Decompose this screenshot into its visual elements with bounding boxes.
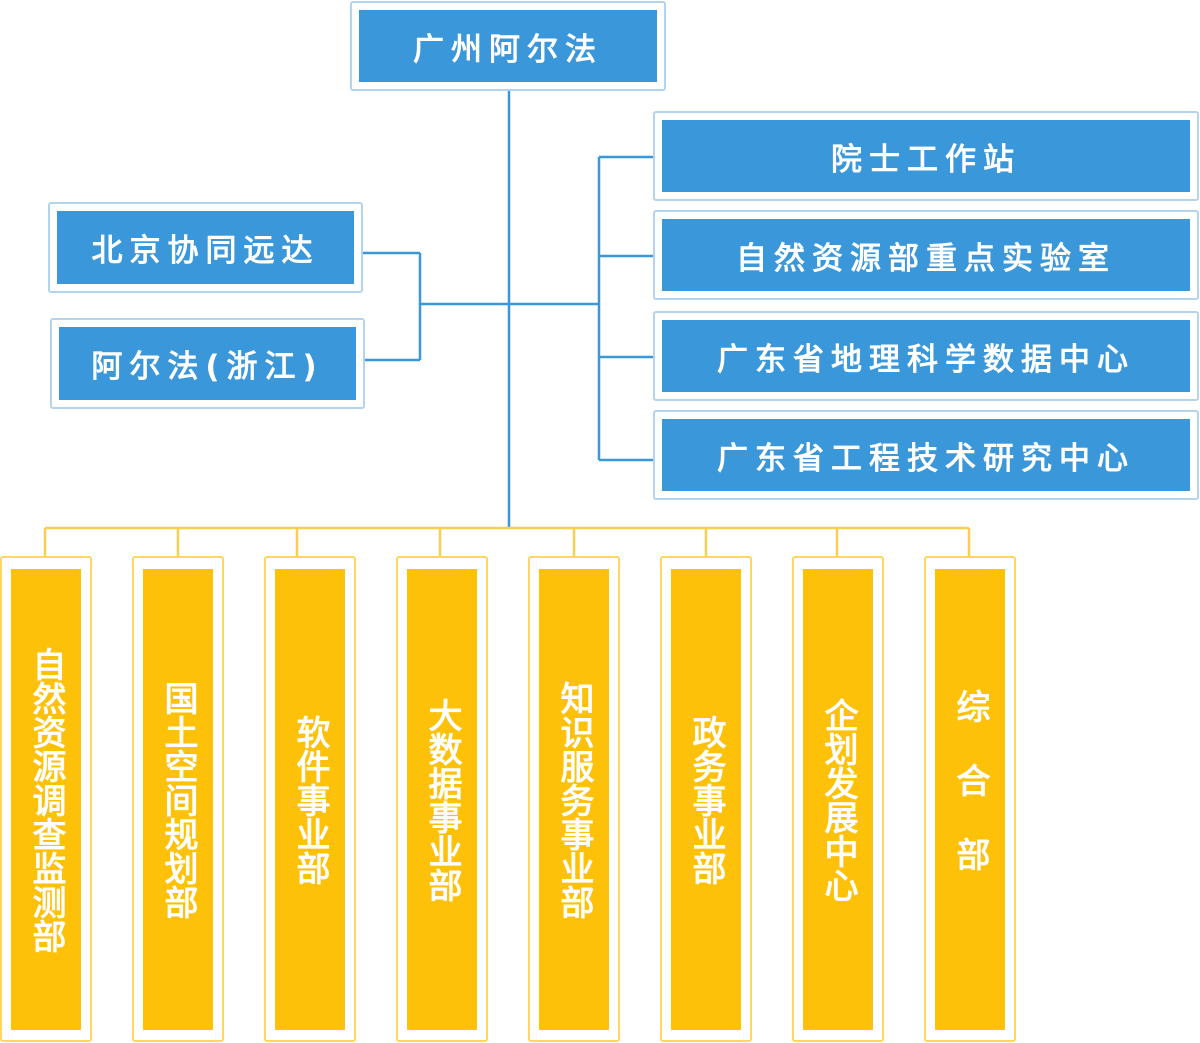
dept-3-fill: 软件事业部	[275, 569, 345, 1030]
dept-8-fill: 综合部	[935, 569, 1005, 1030]
root-node-label: 广州阿尔法	[413, 31, 603, 68]
dept-2-fill: 国土空间规划部	[143, 569, 213, 1030]
right-unit-1-fill: 院士工作站	[662, 120, 1190, 192]
right-unit-3: 广东省地理科学数据中心	[653, 311, 1199, 401]
dept-6-fill: 政务事业部	[671, 569, 741, 1030]
left-unit-1-label: 北京协同远达	[91, 233, 320, 269]
right-unit-3-fill: 广东省地理科学数据中心	[662, 320, 1190, 392]
right-unit-2: 自然资源部重点实验室	[653, 210, 1199, 300]
left-unit-2-fill: 阿尔法(浙江)	[59, 327, 356, 400]
dept-4-label: 大数据事业部	[422, 697, 462, 902]
dept-4-fill: 大数据事业部	[407, 569, 477, 1030]
left-unit-1-fill: 北京协同远达	[57, 211, 354, 284]
dept-6: 政务事业部	[660, 556, 752, 1042]
root-node-fill: 广州阿尔法	[359, 10, 657, 82]
right-unit-1: 院士工作站	[653, 111, 1199, 201]
right-unit-3-label: 广东省地理科学数据中心	[717, 341, 1135, 378]
right-unit-1-label: 院士工作站	[831, 141, 1021, 178]
dept-1: 自然资源调查监测部	[0, 556, 92, 1042]
dept-1-label: 自然资源调查监测部	[26, 646, 66, 953]
dept-8-label: 综合部	[950, 688, 990, 911]
dept-8: 综合部	[924, 556, 1016, 1042]
right-unit-2-label: 自然资源部重点实验室	[736, 240, 1116, 277]
dept-1-fill: 自然资源调查监测部	[11, 569, 81, 1030]
dept-3-label: 软件事业部	[290, 714, 330, 885]
dept-3: 软件事业部	[264, 556, 356, 1042]
dept-2-label: 国土空间规划部	[158, 680, 198, 919]
root-node: 广州阿尔法	[350, 1, 666, 91]
left-unit-1: 北京协同远达	[48, 202, 363, 293]
dept-2: 国土空间规划部	[132, 556, 224, 1042]
dept-4: 大数据事业部	[396, 556, 488, 1042]
dept-5-fill: 知识服务事业部	[539, 569, 609, 1030]
dept-5: 知识服务事业部	[528, 556, 620, 1042]
left-unit-2: 阿尔法(浙江)	[50, 318, 365, 409]
right-unit-4-fill: 广东省工程技术研究中心	[662, 419, 1190, 491]
dept-5-label: 知识服务事业部	[554, 680, 594, 919]
right-unit-4: 广东省工程技术研究中心	[653, 410, 1199, 500]
dept-7-label: 企划发展中心	[818, 697, 858, 902]
dept-7: 企划发展中心	[792, 556, 884, 1042]
right-unit-4-label: 广东省工程技术研究中心	[717, 440, 1135, 477]
right-unit-2-fill: 自然资源部重点实验室	[662, 219, 1190, 291]
dept-6-label: 政务事业部	[686, 714, 726, 885]
left-unit-2-label: 阿尔法(浙江)	[91, 349, 324, 385]
dept-7-fill: 企划发展中心	[803, 569, 873, 1030]
